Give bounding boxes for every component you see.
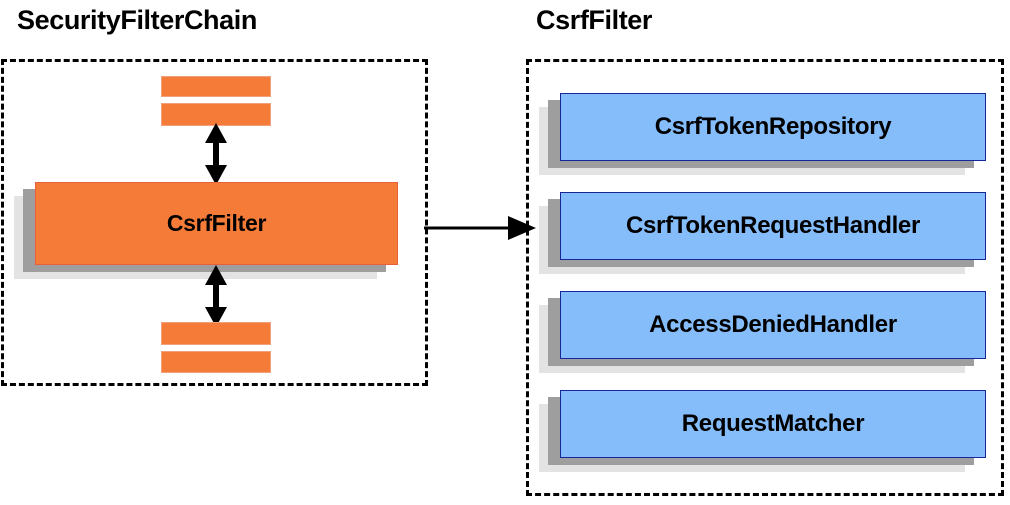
component-label: CsrfTokenRepository: [654, 113, 892, 140]
component-label: CsrfTokenRequestHandler: [625, 212, 921, 239]
filter-bar-above-1: [161, 76, 271, 97]
page-title-csrffilter: CsrfFilter: [536, 5, 653, 35]
component-box-csrffilter[interactable]: CsrfFilter: [14, 182, 398, 279]
component-box-csrftokenrequesthandler[interactable]: CsrfTokenRequestHandler: [539, 192, 986, 274]
component-label: AccessDeniedHandler: [649, 311, 897, 338]
component-label: CsrfFilter: [166, 210, 267, 236]
component-box-csrftokenrepository[interactable]: CsrfTokenRepository: [539, 93, 986, 175]
component-face: CsrfFilter: [35, 182, 398, 265]
group-box-csrffilter: [526, 59, 1004, 496]
component-face: CsrfTokenRepository: [560, 93, 986, 161]
filter-bar-below-2: [161, 351, 271, 373]
component-face: CsrfTokenRequestHandler: [560, 192, 986, 260]
component-label: RequestMatcher: [681, 410, 865, 437]
filter-bar-below-1: [161, 322, 271, 345]
group-box-security-filter-chain: [1, 59, 428, 386]
double-arrow-up-icon: [205, 123, 227, 185]
component-face: RequestMatcher: [560, 390, 986, 458]
double-arrow-down-icon: [205, 265, 227, 327]
panel-link-arrow-icon: [424, 216, 536, 240]
component-face: AccessDeniedHandler: [560, 291, 986, 359]
page-title-security-filter-chain: SecurityFilterChain: [17, 5, 257, 35]
component-box-accessdeniedhandler[interactable]: AccessDeniedHandler: [539, 291, 986, 373]
component-box-requestmatcher[interactable]: RequestMatcher: [539, 390, 986, 472]
